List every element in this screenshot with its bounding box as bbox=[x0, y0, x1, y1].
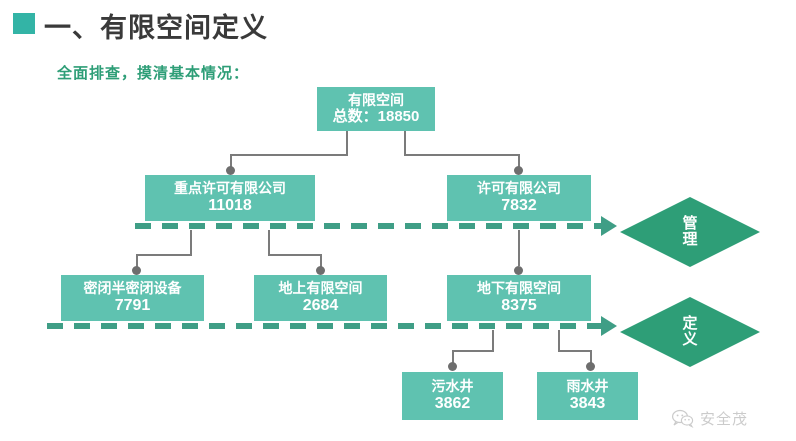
wechat-icon bbox=[671, 409, 694, 428]
connector-l2a-stem-left bbox=[190, 230, 192, 256]
dashed-arrowhead-definition bbox=[601, 316, 617, 336]
connector-l3c-horiz-left bbox=[452, 350, 494, 352]
node-sewage-well[interactable]: 污水井 3862 bbox=[402, 372, 503, 420]
connector-l2a-horiz-right bbox=[268, 254, 322, 256]
connector-dot-level3b bbox=[316, 266, 325, 275]
dashed-divider-definition bbox=[47, 323, 603, 329]
node-licensed-company-value: 7832 bbox=[501, 196, 537, 214]
node-key-licensed-company[interactable]: 重点许可有限公司 11018 bbox=[145, 175, 315, 221]
node-key-licensed-company-label: 重点许可有限公司 bbox=[174, 180, 286, 197]
connector-l3c-drop-left bbox=[452, 350, 454, 364]
node-aboveground-space-value: 2684 bbox=[302, 296, 339, 314]
diamond-management-line2: 理 bbox=[682, 231, 698, 248]
connector-l3c-horiz-right bbox=[558, 350, 592, 352]
dashed-arrowhead-management bbox=[601, 216, 617, 236]
node-sealed-equipment-value: 7791 bbox=[114, 296, 151, 314]
connector-dot-level2b bbox=[514, 166, 523, 175]
node-root-label: 有限空间 bbox=[348, 91, 404, 108]
node-key-licensed-company-value: 11018 bbox=[208, 196, 252, 214]
connector-root-right-stem bbox=[404, 131, 406, 156]
connector-l2a-drop-right bbox=[320, 254, 322, 268]
node-sewage-well-value: 3862 bbox=[434, 394, 471, 412]
node-underground-space[interactable]: 地下有限空间 8375 bbox=[447, 275, 591, 321]
node-root-value: 总数：18850 bbox=[332, 108, 420, 126]
connector-l3c-drop-right bbox=[590, 350, 592, 364]
diamond-definition-line1: 定 bbox=[682, 315, 698, 333]
connector-l2a-stem-right bbox=[268, 230, 270, 256]
node-underground-space-value: 8375 bbox=[501, 296, 537, 314]
connector-l2a-drop-left bbox=[136, 254, 138, 268]
connector-l3c-stem-left bbox=[492, 330, 494, 352]
connector-l2b-stem bbox=[518, 230, 520, 266]
node-sealed-equipment[interactable]: 密闭半密闭设备 7791 bbox=[61, 275, 204, 321]
node-rainwater-well[interactable]: 雨水井 3843 bbox=[537, 372, 638, 420]
diamond-definition[interactable]: 定 义 bbox=[620, 297, 760, 367]
connector-dot-level4b bbox=[586, 362, 595, 371]
node-aboveground-space[interactable]: 地上有限空间 2684 bbox=[254, 275, 387, 321]
connector-root-right-drop bbox=[518, 154, 520, 168]
node-rainwater-well-value: 3843 bbox=[569, 394, 606, 412]
connector-dot-level3a bbox=[132, 266, 141, 275]
diamond-definition-text: 定 义 bbox=[620, 297, 760, 367]
connector-l2a-horiz-left bbox=[136, 254, 192, 256]
watermark-text: 安全茂 bbox=[700, 411, 749, 428]
node-sealed-equipment-label: 密闭半密闭设备 bbox=[83, 280, 182, 297]
diamond-management[interactable]: 管 理 bbox=[620, 197, 760, 267]
connector-dot-level3c bbox=[514, 266, 523, 275]
node-aboveground-space-label: 地上有限空间 bbox=[278, 280, 363, 297]
connector-root-right-horiz bbox=[404, 154, 520, 156]
diamond-definition-line2: 义 bbox=[682, 331, 698, 348]
node-licensed-company-label: 许可有限公司 bbox=[477, 180, 561, 197]
connector-dot-level4a bbox=[448, 362, 457, 371]
page-title: 一、有限空间定义 bbox=[44, 13, 268, 43]
connector-dot-level2a bbox=[226, 166, 235, 175]
watermark: 安全茂 bbox=[671, 408, 749, 429]
teal-square-icon bbox=[13, 13, 35, 34]
node-root[interactable]: 有限空间 总数：18850 bbox=[317, 87, 435, 131]
connector-root-left-drop bbox=[230, 154, 232, 168]
node-licensed-company[interactable]: 许可有限公司 7832 bbox=[447, 175, 591, 221]
page-subtitle: 全面排查，摸清基本情况： bbox=[57, 65, 250, 82]
connector-l3c-stem-right bbox=[558, 330, 560, 352]
diamond-management-text: 管 理 bbox=[620, 197, 760, 267]
dashed-divider-management bbox=[135, 223, 603, 229]
node-rainwater-well-label: 雨水井 bbox=[566, 378, 609, 395]
node-underground-space-label: 地下有限空间 bbox=[477, 280, 561, 297]
node-sewage-well-label: 污水井 bbox=[431, 378, 474, 395]
connector-root-left-stem bbox=[346, 131, 348, 156]
connector-root-left-horiz bbox=[230, 154, 348, 156]
diamond-management-line1: 管 bbox=[682, 215, 698, 233]
